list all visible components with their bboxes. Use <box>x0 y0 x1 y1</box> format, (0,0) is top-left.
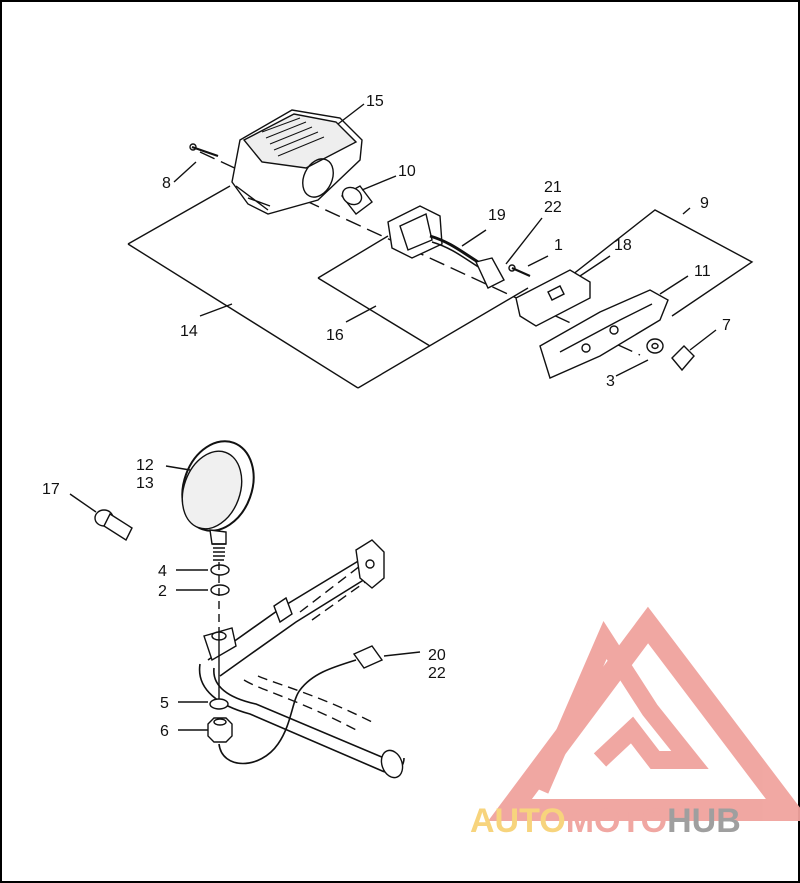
stem-thread <box>212 543 226 561</box>
group-line-14b <box>127 243 359 389</box>
group-line-16a <box>317 235 389 279</box>
watermark-moto: MOTO <box>566 802 667 840</box>
wire-harness-19b <box>431 241 481 269</box>
callout-6: 6 <box>160 723 169 740</box>
leader-10 <box>361 175 397 191</box>
connector-19 <box>475 257 505 289</box>
lens-11-inner <box>559 303 653 353</box>
tail-lamp-assembly <box>127 103 754 389</box>
callout-5: 5 <box>160 695 169 712</box>
callout-21: 21 <box>544 179 562 196</box>
callout-4: 4 <box>158 563 167 580</box>
watermark-text: AUTOMOTOHUB <box>470 802 741 840</box>
frame-tube-hidden <box>243 675 373 733</box>
callout-11: 11 <box>694 263 711 280</box>
bulb-17-base <box>103 512 133 542</box>
leader-18 <box>579 255 611 277</box>
nut-6 <box>207 717 233 743</box>
leader-12-13 <box>165 465 191 471</box>
tube-end <box>380 749 404 779</box>
callout-14: 14 <box>180 323 198 340</box>
callout-12: 12 <box>136 457 154 474</box>
connector-20 <box>352 645 384 669</box>
leader-19 <box>461 229 487 247</box>
washer-3-hole <box>651 342 659 350</box>
frame-tube-inner <box>213 667 385 759</box>
callout-7: 7 <box>722 317 731 334</box>
washer-5 <box>209 698 229 710</box>
group-line-14c <box>357 287 529 389</box>
lamp-wire <box>218 659 357 765</box>
callout-15: 15 <box>366 93 384 110</box>
callout-labels: 15 8 10 21 22 9 19 1 18 11 14 16 7 3 12 … <box>42 93 731 740</box>
socket-gasket <box>387 205 443 259</box>
support-bar-bottom <box>219 575 371 677</box>
callout-16: 16 <box>326 327 344 344</box>
leader-14 <box>199 303 233 317</box>
callout-1: 1 <box>554 237 563 254</box>
lens-11-hole-a <box>581 343 591 353</box>
group-line-16b <box>317 277 431 347</box>
mount-hole <box>365 559 375 569</box>
lamp-lens-top <box>242 113 358 169</box>
leader-16 <box>345 305 377 323</box>
callout-17: 17 <box>42 481 60 498</box>
tab-plate <box>273 596 293 624</box>
leader-9 <box>682 207 691 215</box>
license-bracket-18 <box>515 269 591 327</box>
housing-lower-edge <box>235 185 271 211</box>
watermark-m-shape <box>531 620 709 794</box>
support-bar-hidden <box>299 565 369 621</box>
lamp-stem <box>209 529 227 545</box>
nut-6-hole <box>213 718 227 726</box>
callout-18: 18 <box>614 237 632 254</box>
leader-20-22 <box>383 651 421 657</box>
socket-inner <box>399 213 433 251</box>
frame-tube-outer <box>198 663 405 774</box>
marker-lamp-lens <box>181 450 243 530</box>
callout-13: 13 <box>136 475 154 492</box>
leader-21-22 <box>505 217 543 265</box>
callout-10: 10 <box>398 163 416 180</box>
mount-plate <box>355 539 385 589</box>
callout-20: 20 <box>428 647 446 664</box>
leader-7 <box>689 329 717 351</box>
washer-2 <box>210 584 230 596</box>
leader-17 <box>69 493 97 513</box>
bulb-10 <box>341 186 363 206</box>
wire-harness-19 <box>429 234 479 264</box>
leader-11 <box>659 275 689 295</box>
leader-15 <box>337 103 365 125</box>
callout-19: 19 <box>488 207 506 224</box>
screw-8-head <box>189 143 197 151</box>
watermark-hub: HUB <box>667 802 741 840</box>
lens-ribs <box>261 117 325 157</box>
group-line-14a <box>127 185 231 245</box>
group-line-9 <box>534 209 754 317</box>
leader-8 <box>173 161 197 183</box>
lamp-mount-block <box>203 627 237 662</box>
screw-1-head <box>508 264 516 272</box>
bulb-socket-opening <box>302 158 334 198</box>
callout-8: 8 <box>162 175 171 192</box>
lens-11-hole-b <box>609 325 619 335</box>
watermark-logo: AUTOMOTOHUB <box>470 606 800 840</box>
callout-22-top: 22 <box>544 199 562 216</box>
washer-3 <box>646 338 664 354</box>
callout-2: 2 <box>158 583 167 600</box>
callout-9: 9 <box>700 195 709 212</box>
leader-1 <box>527 255 549 267</box>
callout-22-bottom: 22 <box>428 665 446 682</box>
bracket-slot <box>547 285 565 301</box>
callout-3: 3 <box>606 373 615 390</box>
washer-4 <box>210 564 230 576</box>
watermark-auto: AUTO <box>470 802 566 840</box>
clip-nut-7 <box>671 345 695 372</box>
marker-lamp-assembly <box>69 440 421 779</box>
leader-3 <box>615 359 649 377</box>
